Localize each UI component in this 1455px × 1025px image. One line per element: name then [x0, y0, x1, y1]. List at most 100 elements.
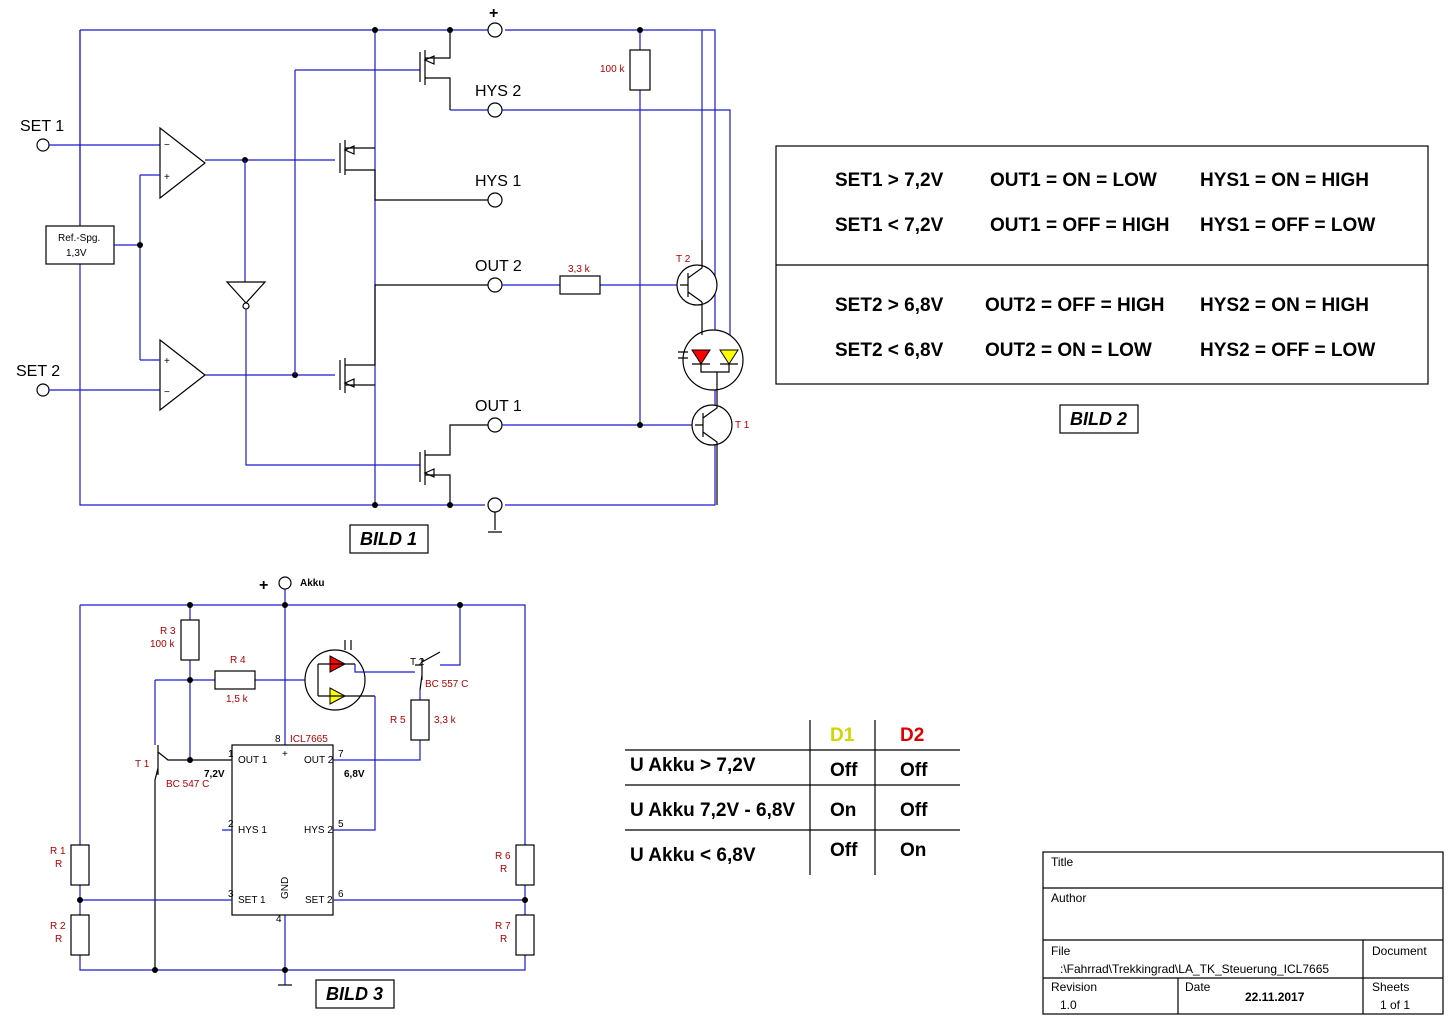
ic-out1: OUT 1 [238, 755, 268, 766]
set2-label: SET 2 [16, 363, 60, 380]
comparator-2 [159, 338, 206, 412]
pin4: 4 [276, 914, 282, 925]
resistor-r6 [515, 844, 535, 886]
bild3-circuit [70, 576, 535, 986]
resistor-r1 [70, 844, 90, 886]
resistor-r3 [180, 619, 200, 661]
resistor-r7 [515, 914, 535, 956]
ref-label-2: 1,3V [66, 248, 87, 259]
resistor-r5 [410, 699, 430, 741]
transistor-bild3-t1 [154, 745, 232, 970]
r2-value: R [55, 934, 62, 945]
pin7: 7 [338, 749, 344, 760]
resistor-100k [629, 49, 651, 91]
resistor-r4 [214, 670, 256, 690]
bild2-r1c1: SET1 > 7,2V [835, 170, 944, 191]
transistor-bild3-t2 [415, 605, 461, 691]
resistor-r2 [70, 914, 90, 956]
op1-plus: + [164, 172, 170, 183]
bild2-title: BILD 2 [1070, 409, 1127, 429]
bild3-t2-type: BC 557 C [425, 679, 468, 690]
bild3-title: BILD 3 [326, 984, 383, 1004]
out1-label: OUT 1 [475, 398, 522, 415]
r4-label: R 4 [230, 655, 246, 666]
pin2: 2 [228, 819, 234, 830]
r7-value: R [500, 934, 507, 945]
akku-label: Akku [300, 578, 324, 589]
bild1-title: BILD 1 [360, 529, 417, 549]
ic-out2: OUT 2 [304, 755, 334, 766]
bild2-r4c1: SET2 < 6,8V [835, 340, 944, 361]
bild3-68v: 6,8V [344, 769, 365, 780]
led-state-table: D1 D2 U Akku > 7,2V Off Off U Akku 7,2V … [625, 720, 960, 875]
ref-label-1: Ref.-Spg. [58, 233, 100, 244]
icl7665-chip [231, 744, 334, 916]
inverter-triangle [225, 281, 267, 304]
pin3: 3 [228, 889, 234, 900]
bild3-bicolor-led [304, 640, 415, 711]
bild2-r1c3: HYS1 = ON = HIGH [1200, 170, 1369, 191]
pin6: 6 [338, 889, 344, 900]
bild3-t1-type: BC 547 C [166, 779, 209, 790]
bild3-caption-box [315, 979, 395, 1009]
row1-d2: Off [900, 760, 928, 781]
r6-value: R [500, 864, 507, 875]
hys1-label: HYS 1 [475, 173, 521, 190]
ic-set1: SET 1 [238, 895, 266, 906]
tb-author-label: Author [1051, 891, 1086, 905]
ic-set2: SET 2 [305, 895, 333, 906]
bild1-caption-box [349, 524, 429, 554]
bild2-r3c3: HYS2 = ON = HIGH [1200, 295, 1369, 316]
row2-d2: Off [900, 800, 928, 821]
tb-date-label: Date [1185, 980, 1211, 994]
pin1: 1 [228, 749, 234, 760]
r1-value: R [55, 859, 62, 870]
ic-label: ICL7665 [290, 734, 328, 745]
row3-d2: On [900, 840, 926, 861]
transistor-t1 [691, 395, 733, 505]
tb-file-label: File [1051, 944, 1071, 958]
t2-label: T 2 [676, 254, 691, 265]
tb-document-label: Document [1372, 944, 1427, 958]
r3-value: 100 k [150, 639, 175, 650]
r6-label: R 6 [495, 851, 511, 862]
bild1-circuit [36, 22, 744, 533]
pin5: 5 [338, 819, 344, 830]
bild2-r4c2: OUT2 = ON = LOW [985, 340, 1152, 361]
row2-label: U Akku 7,2V - 6,8V [630, 800, 795, 821]
bild2-r4c3: HYS2 = OFF = LOW [1200, 340, 1375, 361]
tb-file-value: :\Fahrrad\Trekkingrad\LA_TK_Steuerung_IC… [1060, 962, 1329, 976]
row3-label: U Akku < 6,8V [630, 845, 756, 866]
hys2-label: HYS 2 [475, 83, 521, 100]
r1-label: R 1 [50, 846, 66, 857]
op2-plus: + [164, 356, 170, 367]
r3-label: R 3 [160, 626, 176, 637]
set2-terminal [36, 383, 50, 397]
r5-label: R 5 [390, 715, 406, 726]
r3k3-label: 3,3 k [568, 264, 591, 275]
mosfet-hys2 [419, 30, 451, 110]
plus-label: + [489, 5, 498, 22]
mosfet-hys1 [339, 140, 490, 201]
tb-sheets-value: 1 of 1 [1380, 998, 1410, 1012]
plus-terminal [487, 22, 503, 38]
akku-terminal [278, 576, 292, 590]
row3-d1: Off [830, 840, 858, 861]
bild2-r1c2: OUT1 = ON = LOW [990, 170, 1157, 191]
tb-revision-value: 1.0 [1060, 998, 1077, 1012]
bicolor-led [678, 302, 744, 395]
bild2-caption-box [1059, 404, 1139, 434]
out1-terminal [487, 417, 503, 433]
r2-label: R 2 [50, 921, 66, 932]
title-block: Title Author File :\Fahrrad\Trekkingrad\… [1042, 851, 1444, 1015]
out2-terminal [487, 277, 503, 293]
op2-minus: − [164, 387, 170, 398]
header-d1: D1 [830, 725, 855, 746]
set1-terminal [36, 138, 50, 152]
mosfet-out1 [419, 424, 490, 505]
t1-label: T 1 [735, 420, 750, 431]
set1-label: SET 1 [20, 118, 64, 135]
mosfet-out2 [339, 284, 490, 393]
r7-label: R 7 [495, 921, 511, 932]
